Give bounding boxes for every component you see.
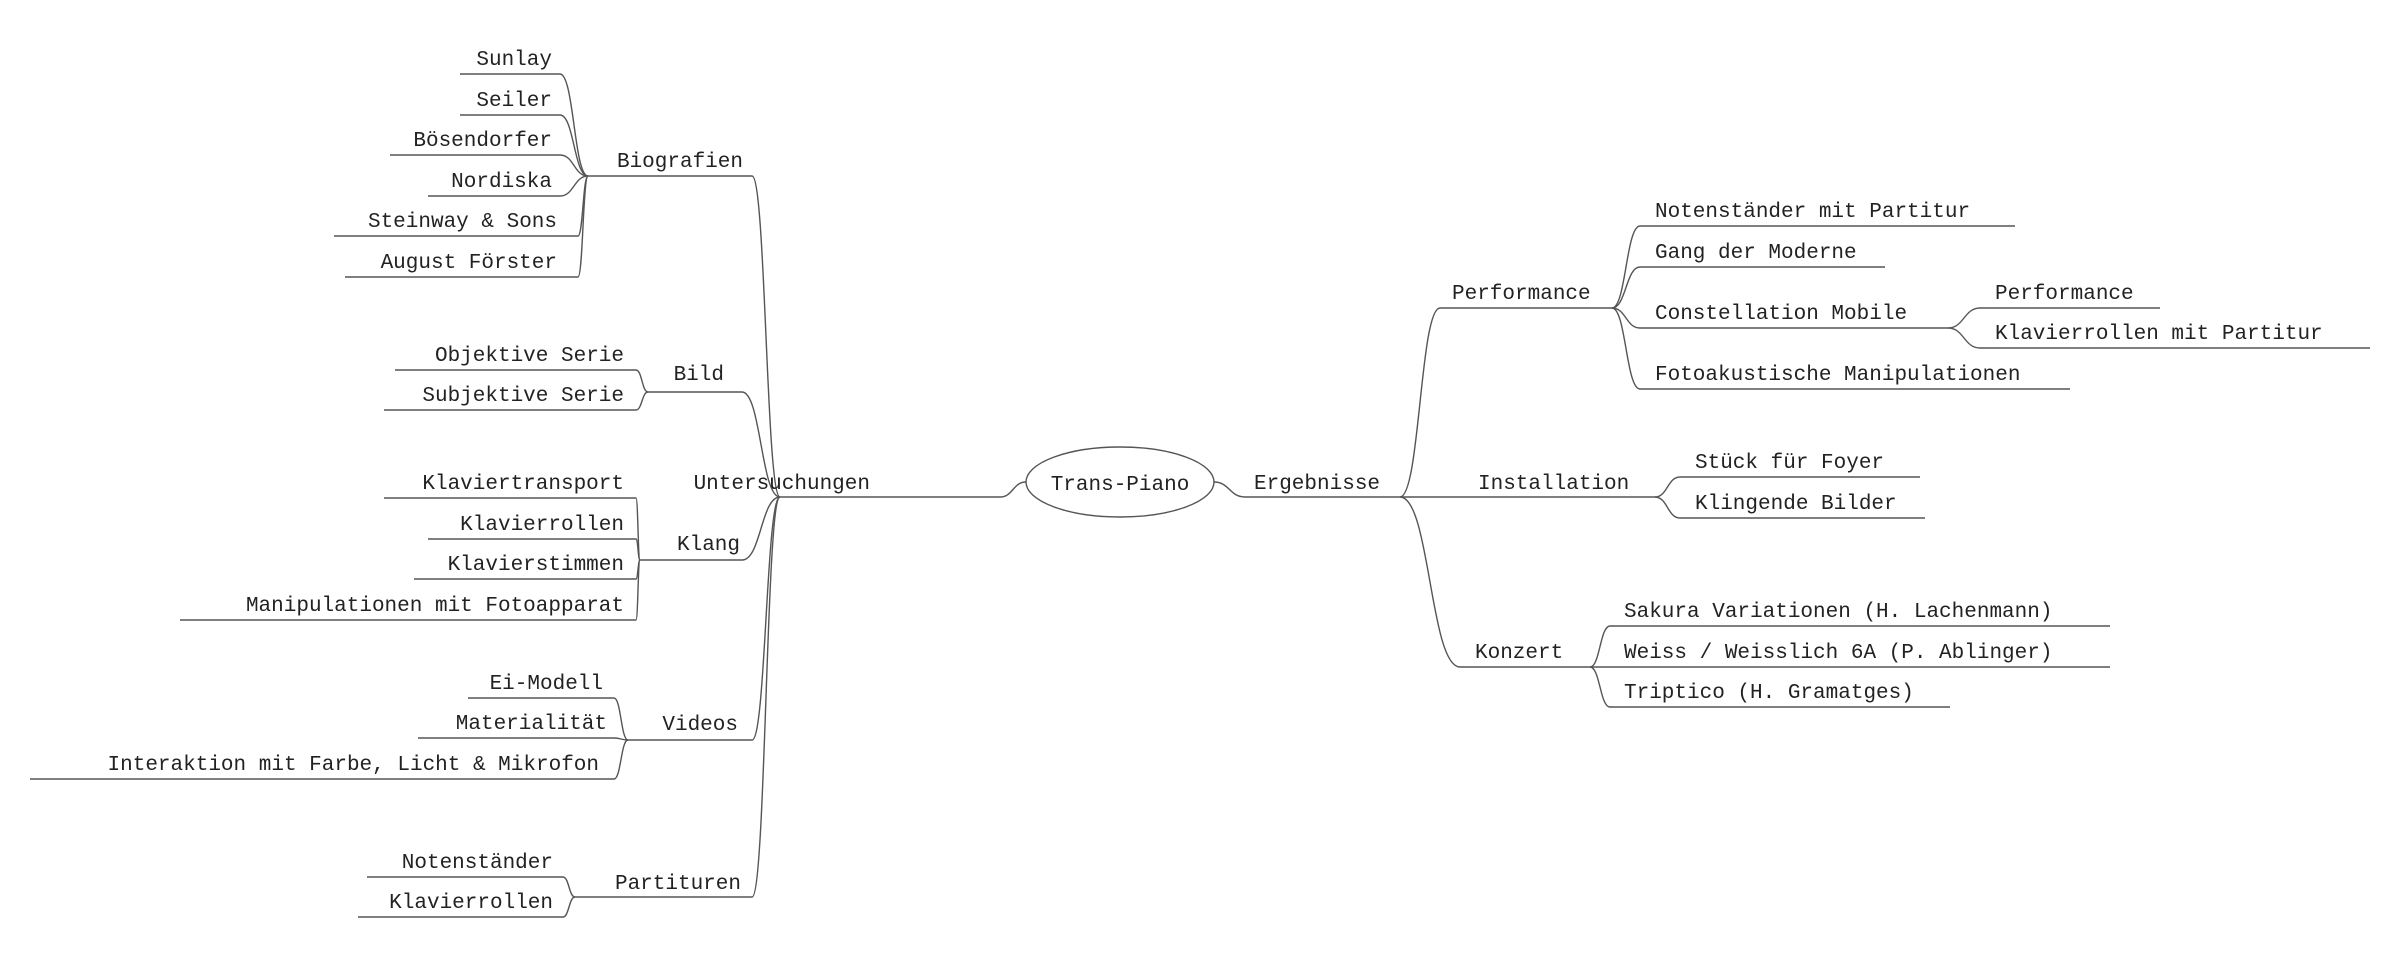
node-videos: Videos (662, 714, 738, 737)
edge-konzert-triptico (1589, 666, 1611, 708)
node-partituren: Partituren (615, 873, 741, 896)
edge-biografien-august-foerster (577, 175, 589, 278)
edge-constellation-constellation-performance (1947, 307, 1981, 329)
edge-biografien-sunlay (559, 73, 589, 177)
leaf-gang-der-moderne: Gang der Moderne (1655, 242, 1857, 265)
leaf-notenstaender: Notenständer (402, 852, 553, 875)
leaf-manipulationen-fotoapparat: Manipulationen mit Fotoapparat (246, 595, 624, 618)
edge-ergebnisse-konzert (1399, 496, 1461, 668)
leaf-klaviertransport: Klaviertransport (422, 473, 624, 496)
leaf-sakura-variationen: Sakura Variationen (H. Lachenmann) (1624, 601, 2052, 624)
node-constellation-mobile: Constellation Mobile (1655, 303, 1907, 326)
branch-ergebnisse: Ergebnisse (1254, 473, 1380, 496)
edge-partituren-notenstaender (562, 876, 576, 898)
edge-performance-constellation-mobile (1611, 307, 1641, 329)
node-performance: Performance (1452, 283, 1591, 306)
leaf-seiler: Seiler (476, 90, 552, 113)
edge-untersuchungen-bild (741, 391, 781, 498)
leaf-boesendorfer: Bösendorfer (413, 130, 552, 153)
leaf-constellation-performance: Performance (1995, 283, 2134, 306)
leaf-subjektive-serie: Subjektive Serie (422, 385, 624, 408)
edge-klang-klavierrollen (635, 538, 641, 561)
connector-lines (559, 73, 1981, 918)
edge-bild-subjektive-serie (635, 391, 649, 411)
edge-installation-klingende-bilder (1654, 496, 1681, 519)
edge-partituren-partituren-klavierrollen (562, 896, 576, 918)
leaf-steinway-sons: Steinway & Sons (368, 211, 557, 234)
leaf-weiss-weisslich: Weiss / Weisslich 6A (P. Ablinger) (1624, 642, 2052, 665)
edge-biografien-boesendorfer (559, 154, 589, 177)
leaf-notenstaender-mit-partitur: Notenständer mit Partitur (1655, 201, 1970, 224)
edge-klang-manipulationen-fotoapparat (635, 559, 641, 621)
node-installation: Installation (1478, 473, 1629, 496)
edge-untersuchungen-partituren (751, 496, 781, 898)
leaf-materialitaet: Materialität (456, 713, 607, 736)
leaf-interaktion-farbe-licht-mikrofon: Interaktion mit Farbe, Licht & Mikrofon (108, 754, 599, 777)
edge-konzert-sakura-variationen (1589, 625, 1611, 668)
edge-videos-interaktion (613, 739, 629, 780)
edge-untersuchungen-videos (751, 496, 781, 741)
branch-untersuchungen: Untersuchungen (694, 473, 870, 496)
node-bild: Bild (674, 364, 724, 387)
edge-untersuchungen-biografien (751, 175, 781, 498)
leaf-klavierstimmen: Klavierstimmen (448, 554, 624, 577)
leaf-sunlay: Sunlay (476, 49, 552, 72)
node-biografien: Biografien (617, 151, 743, 174)
edge-root-ergebnisse (1213, 481, 1246, 498)
edge-videos-ei-modell (613, 697, 629, 741)
leaf-klavierrollen-mit-partitur: Klavierrollen mit Partitur (1995, 323, 2323, 346)
node-underlines (30, 73, 2370, 918)
node-konzert: Konzert (1475, 642, 1563, 665)
edge-installation-stueck-fuer-foyer (1654, 476, 1681, 498)
root-node-outline (1025, 446, 1215, 518)
leaf-triptico: Triptico (H. Gramatges) (1624, 682, 1914, 705)
leaf-fotoakustische-manipulationen: Fotoakustische Manipulationen (1655, 364, 2020, 387)
edge-biografien-seiler (559, 114, 589, 177)
leaf-partituren-klavierrollen: Klavierrollen (389, 892, 553, 915)
leaf-klavierrollen: Klavierrollen (460, 514, 624, 537)
edge-performance-fotoakustische-manipulationen (1611, 307, 1641, 390)
edge-untersuchungen-klang (741, 496, 781, 561)
edge-bild-objektive-serie (635, 369, 649, 393)
edge-root-untersuchungen (999, 481, 1027, 498)
edge-performance-notenstaender-mit-partitur (1611, 225, 1641, 309)
edge-performance-gang-der-moderne (1611, 266, 1641, 309)
leaf-nordiska: Nordiska (451, 171, 552, 194)
leaf-klingende-bilder: Klingende Bilder (1695, 493, 1897, 516)
root-node: Trans-Piano (1051, 474, 1190, 497)
edge-biografien-nordiska (559, 175, 589, 197)
node-klang: Klang (677, 534, 740, 557)
leaf-ei-modell: Ei-Modell (490, 673, 603, 696)
edge-ergebnisse-performance (1399, 307, 1441, 498)
edge-constellation-klavierrollen-mit-partitur (1947, 327, 1981, 349)
leaf-stueck-fuer-foyer: Stück für Foyer (1695, 452, 1884, 475)
leaf-objektive-serie: Objektive Serie (435, 345, 624, 368)
leaf-august-foerster: August Förster (381, 252, 557, 275)
